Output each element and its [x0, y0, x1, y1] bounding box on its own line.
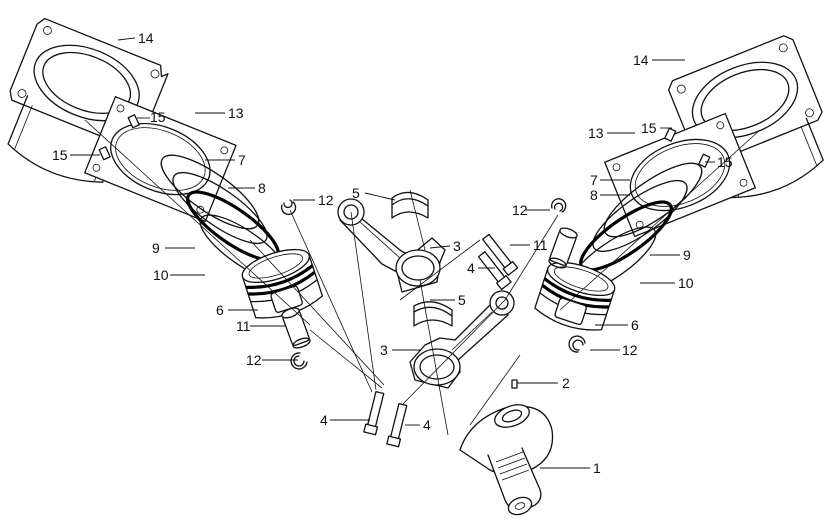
- right-dowels: [664, 127, 711, 168]
- label-gasket-right: 13: [588, 125, 604, 141]
- label-bolt-c: 4: [467, 260, 475, 276]
- label-gasket-left: 13: [228, 105, 244, 121]
- label-conrod-upper: 3: [453, 238, 461, 254]
- right-piston: [534, 261, 616, 331]
- label-oil-ring-left: 9: [152, 240, 160, 256]
- label-cylinder-right: 14: [633, 52, 649, 68]
- label-circlip-right-b: 12: [622, 342, 638, 358]
- label-top-ring-left: 7: [238, 152, 246, 168]
- label-bolt-a: 4: [320, 412, 328, 428]
- left-piston: [241, 248, 324, 319]
- label-oil-ring-right: 9: [683, 247, 691, 263]
- label-pin-right: 11: [533, 237, 548, 253]
- label-second-ring-left: 8: [258, 180, 266, 196]
- left-circlip-top: [280, 199, 297, 216]
- label-conrod-lower: 3: [380, 342, 388, 358]
- part-labels: 14 15 15 13 7 8 9 10 6 11 12 12 5 3 5 3 …: [52, 30, 733, 476]
- right-gasket: [604, 112, 756, 238]
- crankshaft: [459, 404, 554, 516]
- label-circlip-left-a: 12: [318, 192, 334, 208]
- upper-bearing: [391, 191, 429, 219]
- lower-bearing: [413, 301, 453, 327]
- label-oil-rail-right: 10: [678, 275, 694, 291]
- crank-key: [511, 379, 518, 389]
- right-circlip-top: [551, 198, 567, 213]
- label-oil-rail-left: 10: [153, 267, 169, 283]
- label-circlip-left-b: 12: [246, 352, 262, 368]
- label-circlip-right-a: 12: [512, 202, 528, 218]
- label-piston-left: 6: [216, 302, 224, 318]
- label-crank-key: 2: [562, 375, 570, 391]
- left-gasket: [84, 96, 237, 223]
- left-circlip-bottom: [290, 352, 308, 370]
- label-dowel-right-a: 15: [641, 120, 657, 136]
- right-circlip-bottom: [568, 335, 586, 353]
- label-top-ring-right: 7: [590, 172, 598, 188]
- label-dowel-left-b: 15: [150, 109, 166, 125]
- label-bearing-lower: 5: [458, 292, 466, 308]
- label-piston-right: 6: [631, 317, 639, 333]
- label-bearing-upper: 5: [352, 185, 360, 201]
- right-piston-pin: [548, 227, 578, 269]
- lower-conrod: [409, 290, 515, 389]
- left-piston-pin: [281, 307, 311, 349]
- label-crankshaft: 1: [593, 460, 601, 476]
- left-dowels: [98, 114, 140, 161]
- label-cylinder-left: 14: [138, 30, 154, 46]
- label-dowel-left-a: 15: [52, 147, 68, 163]
- label-bolt-b: 4: [423, 417, 431, 433]
- label-dowel-right-b: 15: [717, 154, 733, 170]
- label-pin-left: 11: [236, 318, 251, 334]
- label-second-ring-right: 8: [590, 187, 598, 203]
- assembly-lines: [84, 119, 761, 436]
- leader-lines: [70, 37, 715, 469]
